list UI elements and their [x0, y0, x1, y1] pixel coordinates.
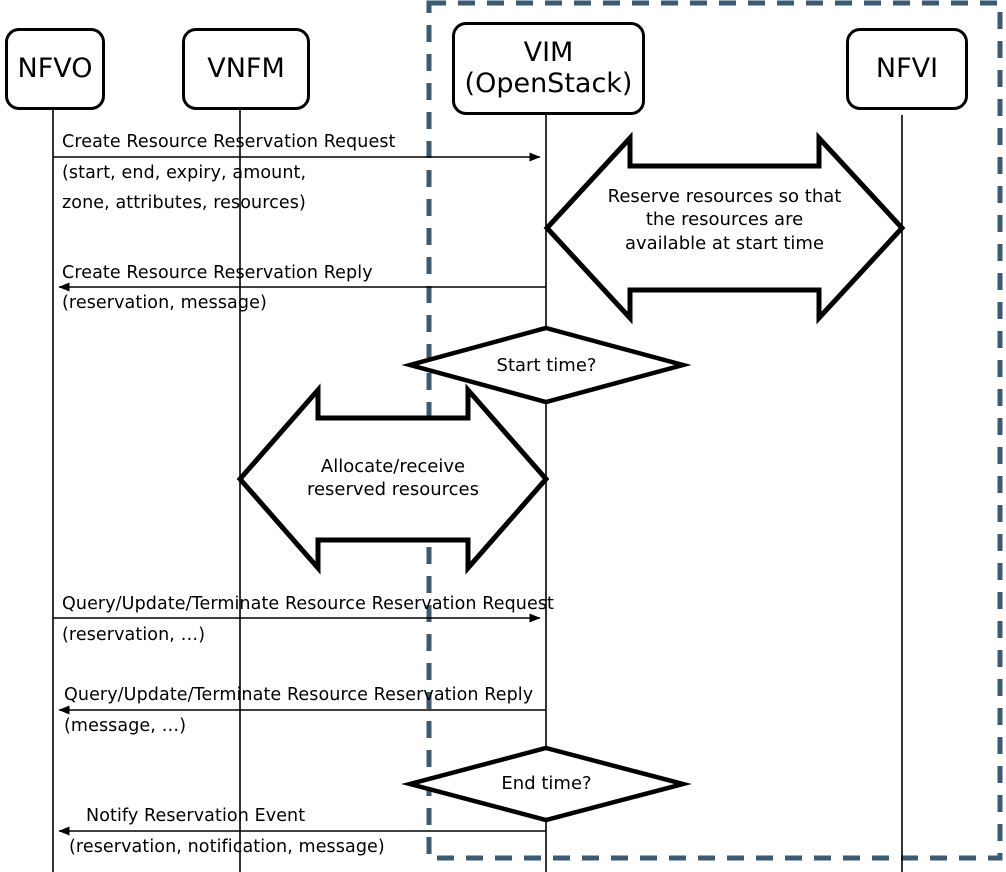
action-text-reserve-resources: Reserve resources so that the resources … [607, 186, 842, 254]
actor-box-vnfm[interactable]: VNFM [182, 28, 310, 110]
actor-label-nfvi: NFVI [875, 52, 939, 84]
message-label-create-reply-line2: (reservation, message) [62, 293, 267, 313]
decision-shape-start-time [401, 325, 692, 405]
nfvi-domain-boundary [426, 0, 1003, 861]
actor-box-nfvi[interactable]: NFVI [846, 28, 968, 110]
message-label-query-reply-line1: Query/Update/Terminate Resource Reservat… [64, 685, 534, 705]
decision-text-start-time: Start time? [496, 355, 597, 376]
actor-label-vnfm: VNFM [207, 52, 285, 84]
actor-label-vim-line2: (OpenStack) [464, 67, 633, 99]
message-label-query-request-line1: Query/Update/Terminate Resource Reservat… [62, 594, 555, 614]
decision-text-end-time: End time? [501, 773, 592, 794]
actor-box-vim[interactable]: VIM (OpenStack) [452, 22, 645, 115]
message-label-create-request-line1: Create Resource Reservation Request [62, 132, 396, 152]
action-text-allocate-receive: Allocate/receive reserved resources [306, 456, 480, 501]
action-shape-allocate-receive [236, 383, 550, 575]
message-label-query-request-line2: (reservation, …) [62, 625, 206, 645]
message-label-create-request-line3: zone, attributes, resources) [62, 193, 306, 213]
actor-label-vim-line1: VIM [523, 37, 574, 69]
actor-label-nfvo: NFVO [17, 52, 93, 84]
decision-shape-end-time [401, 745, 692, 823]
message-label-notify-event-line2: (reservation, notification, message) [69, 837, 385, 857]
message-label-create-request-line2: (start, end, expiry, amount, [62, 163, 307, 183]
message-label-create-reply-line1: Create Resource Reservation Reply [62, 263, 373, 283]
actor-box-nfvo[interactable]: NFVO [5, 28, 105, 110]
action-shape-reserve-resources [543, 131, 906, 325]
message-label-query-reply-line2: (message, …) [64, 716, 187, 736]
message-label-notify-event-line1: Notify Reservation Event [86, 806, 306, 826]
